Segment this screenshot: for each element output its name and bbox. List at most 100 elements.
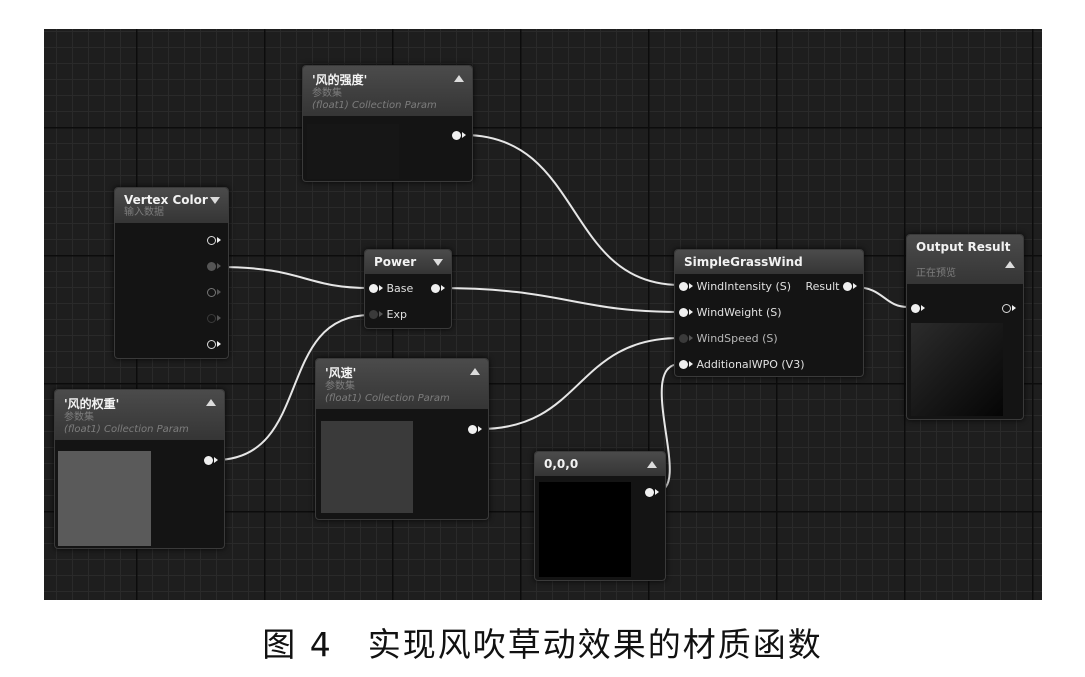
pin-dot-icon[interactable] bbox=[431, 283, 440, 293]
node-output-result[interactable]: Output Result 正在预览 bbox=[906, 234, 1024, 420]
pin-dot-icon[interactable] bbox=[468, 424, 477, 434]
pin-label: Base bbox=[386, 282, 414, 295]
dropdown-arrow-icon[interactable] bbox=[433, 259, 443, 266]
pin-ring-icon[interactable] bbox=[207, 235, 216, 245]
pin-label: WindIntensity (S) bbox=[696, 280, 792, 293]
pin-dot-icon[interactable] bbox=[369, 309, 378, 319]
pin-arrow-icon bbox=[921, 305, 925, 311]
node-type-label: (float1) Collection Param bbox=[312, 100, 437, 111]
node-wind-intensity[interactable]: '风的强度' 参数集 (float1) Collection Param bbox=[302, 65, 473, 182]
input-pin-additional-wpo[interactable]: AdditionalWPO (V3) bbox=[679, 358, 805, 372]
output-pin[interactable] bbox=[1002, 302, 1016, 316]
node-title: Output Result bbox=[916, 240, 1011, 254]
pin-dot-icon[interactable] bbox=[679, 307, 688, 317]
pin-arrow-icon bbox=[689, 361, 693, 367]
input-pin-base[interactable]: Base bbox=[369, 282, 413, 296]
preview-swatch bbox=[321, 421, 413, 513]
pin-ring-icon[interactable] bbox=[207, 313, 216, 323]
node-title: Vertex Color bbox=[124, 193, 208, 207]
node-header[interactable]: '风的权重' 参数集 (float1) Collection Param bbox=[55, 390, 224, 440]
input-pin-exp[interactable]: Exp bbox=[369, 308, 407, 322]
input-pin-wind-intensity[interactable]: WindIntensity (S) bbox=[679, 280, 791, 294]
preview-swatch bbox=[539, 482, 631, 577]
pin-arrow-icon bbox=[655, 489, 659, 495]
pin-dot-icon[interactable] bbox=[843, 281, 852, 291]
node-subtitle: 参数集 bbox=[325, 381, 355, 392]
node-wind-weight[interactable]: '风的权重' 参数集 (float1) Collection Param bbox=[54, 389, 225, 549]
node-vertex-color[interactable]: Vertex Color 输入数据 bbox=[114, 187, 229, 359]
node-header[interactable]: '风速' 参数集 (float1) Collection Param bbox=[316, 359, 488, 409]
node-power[interactable]: Power Base Exp bbox=[364, 249, 452, 329]
node-title: Power bbox=[374, 255, 417, 269]
node-wind-speed[interactable]: '风速' 参数集 (float1) Collection Param bbox=[315, 358, 489, 520]
pin-label: AdditionalWPO (V3) bbox=[696, 358, 805, 371]
node-subtitle: 正在预览 bbox=[916, 268, 956, 279]
pin-label: Result bbox=[805, 280, 840, 293]
pin-dot-icon[interactable] bbox=[369, 283, 378, 293]
collapse-arrow-icon[interactable] bbox=[470, 368, 480, 375]
pin-arrow-icon bbox=[379, 311, 383, 317]
output-pin[interactable] bbox=[468, 423, 482, 437]
preview-area bbox=[911, 323, 1003, 416]
output-pin-result[interactable]: Result bbox=[805, 280, 857, 294]
pin-dot-icon[interactable] bbox=[645, 487, 654, 497]
node-title: '风的权重' bbox=[64, 397, 120, 411]
output-pin[interactable] bbox=[431, 282, 445, 296]
node-title: 0,0,0 bbox=[544, 457, 579, 471]
output-pin-a[interactable] bbox=[207, 338, 221, 352]
node-constant-vector[interactable]: 0,0,0 bbox=[534, 451, 666, 581]
pin-arrow-icon bbox=[462, 132, 466, 138]
dropdown-arrow-icon[interactable] bbox=[210, 197, 220, 204]
node-header[interactable]: '风的强度' 参数集 (float1) Collection Param bbox=[303, 66, 472, 116]
pin-ring-icon[interactable] bbox=[207, 287, 216, 297]
pin-dot-icon[interactable] bbox=[679, 281, 688, 291]
output-pin-g[interactable] bbox=[207, 286, 221, 300]
output-pin[interactable] bbox=[645, 486, 659, 500]
node-subtitle: 输入数据 bbox=[124, 207, 164, 218]
pin-dot-icon[interactable] bbox=[204, 455, 213, 465]
input-pin-wind-speed[interactable]: WindSpeed (S) bbox=[679, 332, 778, 346]
wire-constant-to-wpo bbox=[656, 363, 681, 492]
node-header[interactable]: Power bbox=[365, 250, 451, 274]
collapse-arrow-icon[interactable] bbox=[647, 461, 657, 468]
pin-dot-icon[interactable] bbox=[452, 130, 461, 140]
pin-arrow-icon bbox=[217, 237, 221, 243]
node-header[interactable]: Vertex Color 输入数据 bbox=[115, 188, 228, 223]
input-pin-wind-weight[interactable]: WindWeight (S) bbox=[679, 306, 782, 320]
pin-label: Exp bbox=[386, 308, 407, 321]
output-pin-r[interactable] bbox=[207, 260, 221, 274]
connection-wires bbox=[214, 134, 909, 492]
pin-arrow-icon bbox=[217, 289, 221, 295]
node-title: SimpleGrassWind bbox=[684, 255, 803, 269]
node-type-label: (float1) Collection Param bbox=[64, 424, 189, 435]
material-graph-canvas[interactable]: '风的强度' 参数集 (float1) Collection Param Ver… bbox=[44, 29, 1042, 600]
collapse-arrow-icon[interactable] bbox=[206, 399, 216, 406]
node-header[interactable]: Output Result 正在预览 bbox=[907, 235, 1023, 284]
figure-caption: 图 4 实现风吹草动效果的材质函数 bbox=[262, 625, 823, 664]
pin-dot-icon[interactable] bbox=[679, 359, 688, 369]
pin-ring-icon[interactable] bbox=[207, 339, 216, 349]
output-pin[interactable] bbox=[204, 454, 218, 468]
pin-arrow-icon bbox=[441, 285, 445, 291]
output-pin-rgb[interactable] bbox=[207, 234, 221, 248]
output-pin[interactable] bbox=[452, 129, 466, 143]
pin-arrow-icon bbox=[379, 285, 383, 291]
pin-dot-icon[interactable] bbox=[207, 261, 216, 271]
pin-arrow-icon bbox=[689, 309, 693, 315]
node-header[interactable]: 0,0,0 bbox=[535, 452, 665, 476]
node-simple-grass-wind[interactable]: SimpleGrassWind WindIntensity (S) WindWe… bbox=[674, 249, 864, 377]
pin-dot-icon[interactable] bbox=[679, 333, 688, 343]
pin-label: WindWeight (S) bbox=[696, 306, 782, 319]
collapse-arrow-icon[interactable] bbox=[454, 75, 464, 82]
wire-wind-weight-to-exp bbox=[214, 314, 371, 461]
pin-arrow-icon bbox=[217, 315, 221, 321]
pin-dot-icon[interactable] bbox=[911, 303, 920, 313]
node-header[interactable]: SimpleGrassWind bbox=[675, 250, 863, 274]
pin-ring-icon[interactable] bbox=[1002, 303, 1011, 313]
wire-wind-intensity bbox=[463, 134, 681, 286]
node-type-label: (float1) Collection Param bbox=[325, 393, 450, 404]
pin-arrow-icon bbox=[1012, 305, 1016, 311]
output-pin-b[interactable] bbox=[207, 312, 221, 326]
collapse-arrow-icon[interactable] bbox=[1005, 261, 1015, 268]
input-pin[interactable] bbox=[911, 302, 925, 316]
